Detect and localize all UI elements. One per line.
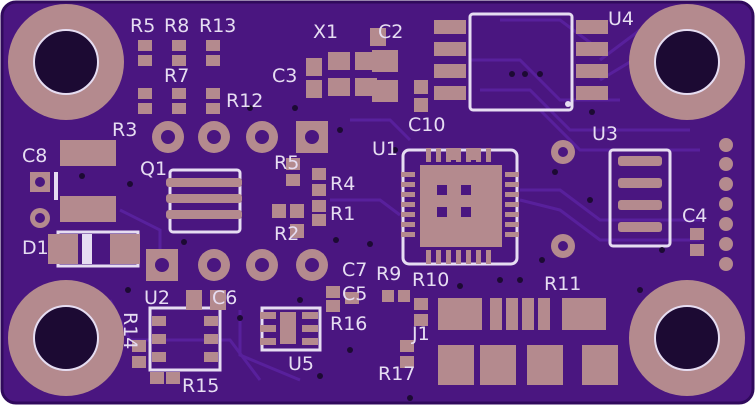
- label-r12: R12: [226, 90, 263, 112]
- label-c7: C7: [342, 259, 367, 281]
- u5-chip: [260, 306, 322, 352]
- label-q1: Q1: [140, 158, 167, 180]
- j1-connector: [438, 298, 618, 385]
- u1-chip: [401, 148, 519, 266]
- label-u4: U4: [608, 8, 634, 30]
- label-r2: R2: [274, 223, 299, 245]
- u3-chip: [608, 148, 672, 248]
- label-r9: R9: [376, 263, 401, 285]
- label-c6: C6: [212, 287, 237, 309]
- label-r10: R10: [412, 269, 449, 291]
- label-u1: U1: [372, 138, 398, 160]
- label-c10: C10: [408, 114, 445, 136]
- u4-chip: [434, 12, 608, 112]
- mounting-hole-top-left: [8, 4, 124, 120]
- label-c8: C8: [22, 145, 47, 167]
- label-c5: C5: [342, 283, 367, 305]
- label-r5: R5: [130, 15, 155, 37]
- mounting-hole-bottom-right: [629, 280, 745, 396]
- smd-passives: [132, 28, 704, 384]
- q1-transistor: [166, 168, 242, 234]
- label-j1: J1: [411, 323, 430, 345]
- label-r7: R7: [164, 65, 189, 87]
- label-c2: C2: [378, 21, 403, 43]
- label-r5b: R5: [274, 152, 299, 174]
- label-r8: R8: [164, 15, 189, 37]
- label-r17: R17: [378, 363, 415, 385]
- label-r4: R4: [330, 173, 355, 195]
- mounting-hole-bottom-left: [8, 280, 124, 396]
- label-r13: R13: [199, 15, 236, 37]
- label-c4: C4: [682, 205, 707, 227]
- label-d1: D1: [22, 237, 49, 259]
- label-r16: R16: [330, 313, 367, 335]
- label-x1: X1: [313, 21, 338, 43]
- d1-diode: [48, 230, 140, 268]
- label-u5: U5: [288, 353, 314, 375]
- label-u3: U3: [592, 123, 618, 145]
- u2-chip: [148, 306, 222, 372]
- label-r3: R3: [112, 119, 137, 141]
- label-r15: R15: [182, 375, 219, 397]
- label-u2: U2: [144, 287, 170, 309]
- through-hole-pads: [30, 121, 733, 281]
- label-r11: R11: [544, 273, 581, 295]
- c8-capacitor: [54, 140, 116, 222]
- silkscreen-labels: R5 R8 R13 X1 C2 U4 R7 C3 R12 R3 C10 U1 U…: [22, 8, 707, 397]
- label-c3: C3: [272, 65, 297, 87]
- label-r1: R1: [330, 203, 355, 225]
- label-r14: R14: [119, 312, 141, 349]
- vias: [79, 71, 665, 401]
- mounting-hole-top-right: [629, 4, 745, 120]
